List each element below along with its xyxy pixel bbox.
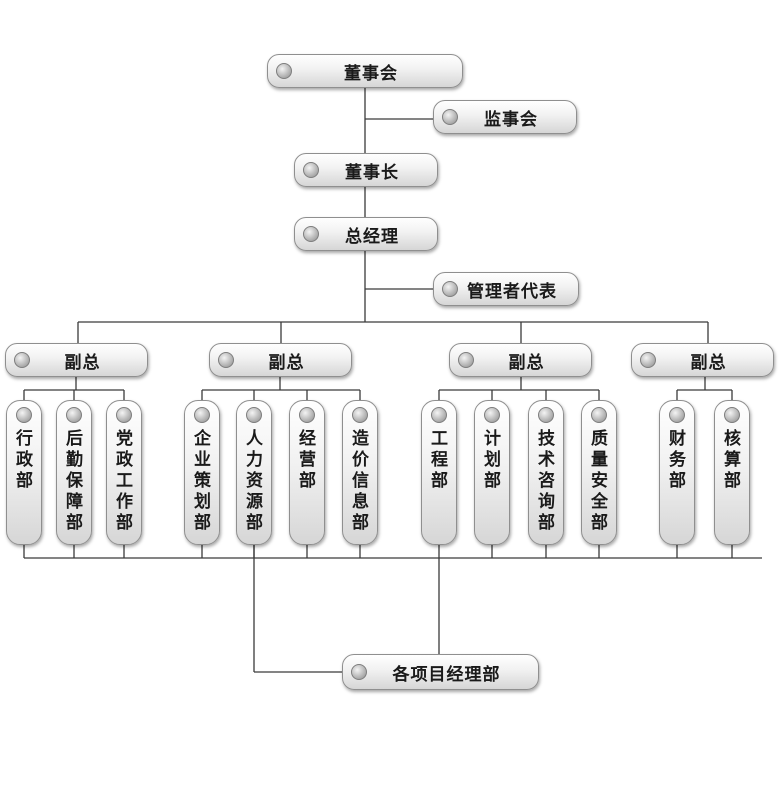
node-chairman[interactable]: 董事长: [294, 153, 438, 187]
node-general-manager[interactable]: 总经理: [294, 217, 438, 251]
bullet-icon: [442, 281, 458, 297]
dept-logistics[interactable]: 后勤保障部: [56, 400, 92, 545]
node-label: 造价信息部: [352, 429, 369, 533]
bullet-icon: [669, 407, 685, 423]
bullet-icon: [218, 352, 234, 368]
bullet-icon: [484, 407, 500, 423]
bullet-icon: [303, 162, 319, 178]
node-label: 总经理: [345, 226, 399, 247]
node-vice-president-2[interactable]: 副总: [209, 343, 352, 377]
node-label: 计划部: [484, 429, 501, 491]
dept-party-affairs[interactable]: 党政工作部: [106, 400, 142, 545]
dept-operations[interactable]: 经营部: [289, 400, 325, 545]
node-label: 人力资源部: [246, 429, 263, 533]
node-label: 质量安全部: [591, 429, 608, 533]
bullet-icon: [724, 407, 740, 423]
bullet-icon: [246, 407, 262, 423]
dept-planning[interactable]: 计划部: [474, 400, 510, 545]
node-label: 各项目经理部: [392, 664, 501, 685]
node-label: 党政工作部: [116, 429, 133, 533]
node-label: 行政部: [16, 429, 33, 491]
bullet-icon: [116, 407, 132, 423]
dept-hr[interactable]: 人力资源部: [236, 400, 272, 545]
bullet-icon: [299, 407, 315, 423]
node-vice-president-1[interactable]: 副总: [5, 343, 148, 377]
node-label: 副总: [268, 352, 305, 373]
node-board[interactable]: 董事会: [267, 54, 463, 88]
node-label: 核算部: [724, 429, 741, 491]
node-label: 后勤保障部: [66, 429, 83, 533]
bullet-icon: [351, 664, 367, 680]
node-label: 董事会: [344, 63, 398, 84]
node-label: 技术咨询部: [538, 429, 555, 533]
node-label: 副总: [64, 352, 101, 373]
bullet-icon: [442, 109, 458, 125]
dept-accounting[interactable]: 核算部: [714, 400, 750, 545]
dept-finance[interactable]: 财务部: [659, 400, 695, 545]
node-project-depts[interactable]: 各项目经理部: [342, 654, 539, 690]
node-label: 副总: [690, 352, 727, 373]
dept-enterprise-planning[interactable]: 企业策划部: [184, 400, 220, 545]
bullet-icon: [16, 407, 32, 423]
dept-admin[interactable]: 行政部: [6, 400, 42, 545]
bullet-icon: [14, 352, 30, 368]
node-label: 经营部: [299, 429, 316, 491]
dept-quality-safety[interactable]: 质量安全部: [581, 400, 617, 545]
bullet-icon: [352, 407, 368, 423]
node-label: 财务部: [669, 429, 686, 491]
dept-tech-consulting[interactable]: 技术咨询部: [528, 400, 564, 545]
bullet-icon: [640, 352, 656, 368]
node-supervisors[interactable]: 监事会: [433, 100, 577, 134]
bullet-icon: [303, 226, 319, 242]
node-label: 副总: [508, 352, 545, 373]
node-management-rep[interactable]: 管理者代表: [433, 272, 579, 306]
node-label: 工程部: [431, 429, 448, 491]
dept-engineering[interactable]: 工程部: [421, 400, 457, 545]
bullet-icon: [194, 407, 210, 423]
bullet-icon: [276, 63, 292, 79]
node-label: 监事会: [484, 109, 538, 130]
dept-cost-info[interactable]: 造价信息部: [342, 400, 378, 545]
node-vice-president-4[interactable]: 副总: [631, 343, 774, 377]
bullet-icon: [431, 407, 447, 423]
bullet-icon: [538, 407, 554, 423]
node-label: 企业策划部: [194, 429, 211, 533]
bullet-icon: [591, 407, 607, 423]
node-label: 管理者代表: [467, 281, 557, 302]
node-vice-president-3[interactable]: 副总: [449, 343, 592, 377]
node-label: 董事长: [345, 162, 399, 183]
bullet-icon: [66, 407, 82, 423]
bullet-icon: [458, 352, 474, 368]
